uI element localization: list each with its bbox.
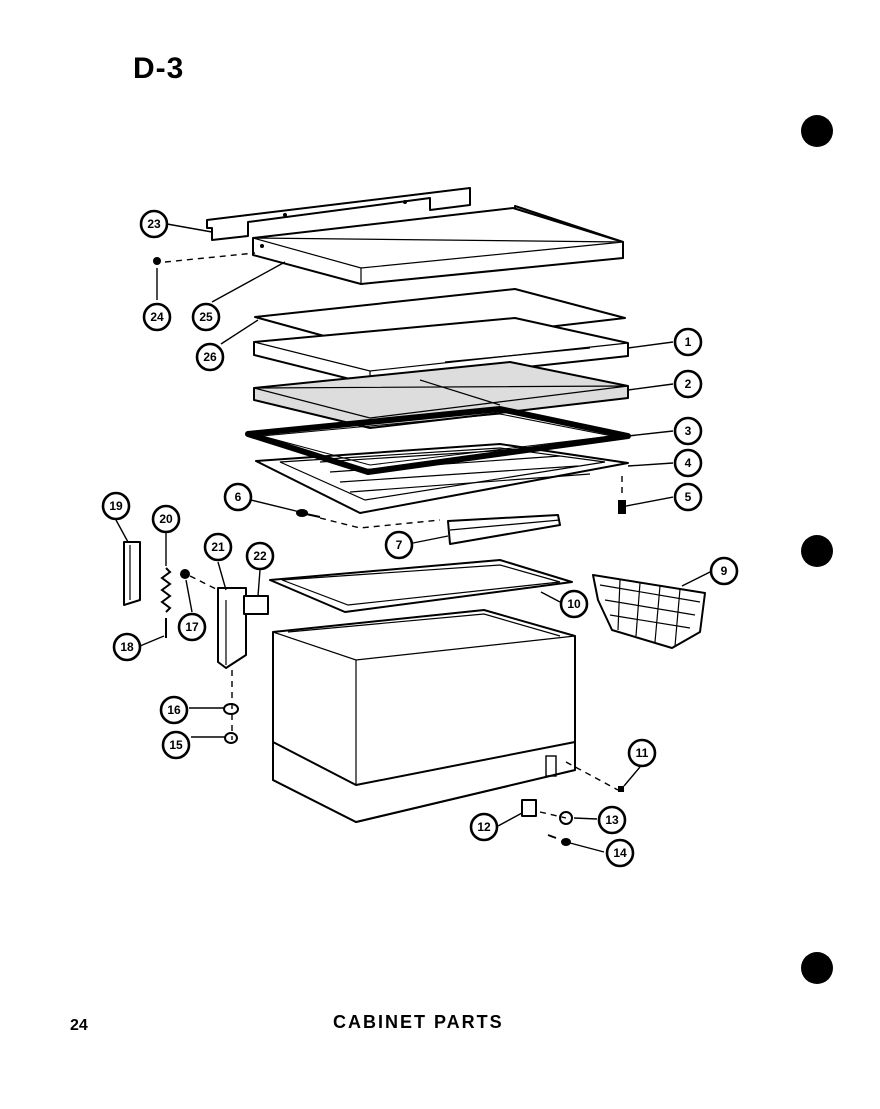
part-21-hinge xyxy=(217,587,247,669)
part-14-screw xyxy=(547,834,571,846)
part-2-insulation xyxy=(253,361,629,429)
part-19-hinge-cover xyxy=(123,541,141,606)
callout-11: 11 xyxy=(627,738,657,768)
callout-24: 24 xyxy=(142,302,172,332)
part-12-thermostat-bracket xyxy=(521,799,537,817)
part-20-spring xyxy=(160,567,172,613)
part-6-screw xyxy=(296,509,321,518)
callout-2: 2 xyxy=(673,369,703,399)
part-17-screw xyxy=(180,569,190,579)
svg-text:12: 12 xyxy=(477,820,491,834)
part-4-inner-liner xyxy=(255,443,629,514)
page-title: D-3 xyxy=(133,52,185,85)
callout-6: 6 xyxy=(223,482,253,512)
svg-text:25: 25 xyxy=(199,310,213,324)
svg-text:19: 19 xyxy=(109,499,123,513)
callout-12: 12 xyxy=(469,812,499,842)
svg-text:22: 22 xyxy=(253,549,267,563)
binder-hole-bottom xyxy=(801,952,833,984)
part-25-lid-frame xyxy=(252,207,624,285)
part-16-washer xyxy=(223,703,239,715)
callout-3: 3 xyxy=(673,416,703,446)
svg-text:17: 17 xyxy=(185,620,199,634)
cabinet-body xyxy=(272,609,576,823)
svg-text:4: 4 xyxy=(685,456,692,470)
callout-20: 20 xyxy=(151,504,181,534)
callout-16: 16 xyxy=(159,695,189,725)
svg-text:1: 1 xyxy=(685,335,692,349)
svg-text:5: 5 xyxy=(685,490,692,504)
svg-text:13: 13 xyxy=(605,813,619,827)
callout-23: 23 xyxy=(139,209,169,239)
svg-text:10: 10 xyxy=(567,597,581,611)
svg-text:24: 24 xyxy=(150,310,164,324)
callout-4: 4 xyxy=(673,448,703,478)
callout-15: 15 xyxy=(161,730,191,760)
svg-text:11: 11 xyxy=(636,746,649,760)
callout-25: 25 xyxy=(191,302,221,332)
svg-text:9: 9 xyxy=(721,564,728,578)
callout-7: 7 xyxy=(384,530,414,560)
callout-18: 18 xyxy=(112,632,142,662)
svg-text:6: 6 xyxy=(235,490,242,504)
callout-22: 22 xyxy=(245,541,275,571)
callout-19: 19 xyxy=(101,491,131,521)
svg-text:18: 18 xyxy=(120,640,134,654)
binder-hole-middle xyxy=(801,535,833,567)
page-number: 24 xyxy=(70,1017,88,1034)
svg-text:21: 21 xyxy=(211,540,225,554)
part-7-handle xyxy=(447,514,561,545)
svg-text:3: 3 xyxy=(685,424,692,438)
callout-26: 26 xyxy=(195,342,225,372)
svg-text:7: 7 xyxy=(396,538,403,552)
part-15-nut xyxy=(224,732,238,744)
callout-1: 1 xyxy=(673,327,703,357)
callout-14: 14 xyxy=(605,838,635,868)
svg-text:20: 20 xyxy=(159,512,173,526)
binder-hole-top xyxy=(801,115,833,147)
part-24-screw xyxy=(153,257,161,265)
svg-text:14: 14 xyxy=(613,846,627,860)
svg-text:15: 15 xyxy=(169,738,183,752)
part-1-lid-panel xyxy=(253,317,629,385)
part-22-bracket xyxy=(243,595,269,615)
callout-9: 9 xyxy=(709,556,739,586)
part-11-screw xyxy=(618,786,624,792)
callout-13: 13 xyxy=(597,805,627,835)
svg-text:26: 26 xyxy=(203,350,217,364)
part-5-screw xyxy=(618,500,626,514)
part-13-nut xyxy=(559,811,573,825)
callout-10: 10 xyxy=(559,589,589,619)
part-10-breaker-strip xyxy=(269,559,573,613)
part-9-basket xyxy=(592,574,706,649)
svg-text:16: 16 xyxy=(167,703,181,717)
callout-21: 21 xyxy=(203,532,233,562)
diagram-caption: CABINET PARTS xyxy=(333,1012,504,1032)
svg-text:23: 23 xyxy=(147,217,161,231)
svg-text:2: 2 xyxy=(685,377,692,391)
callout-5: 5 xyxy=(673,482,703,512)
callout-17: 17 xyxy=(177,612,207,642)
